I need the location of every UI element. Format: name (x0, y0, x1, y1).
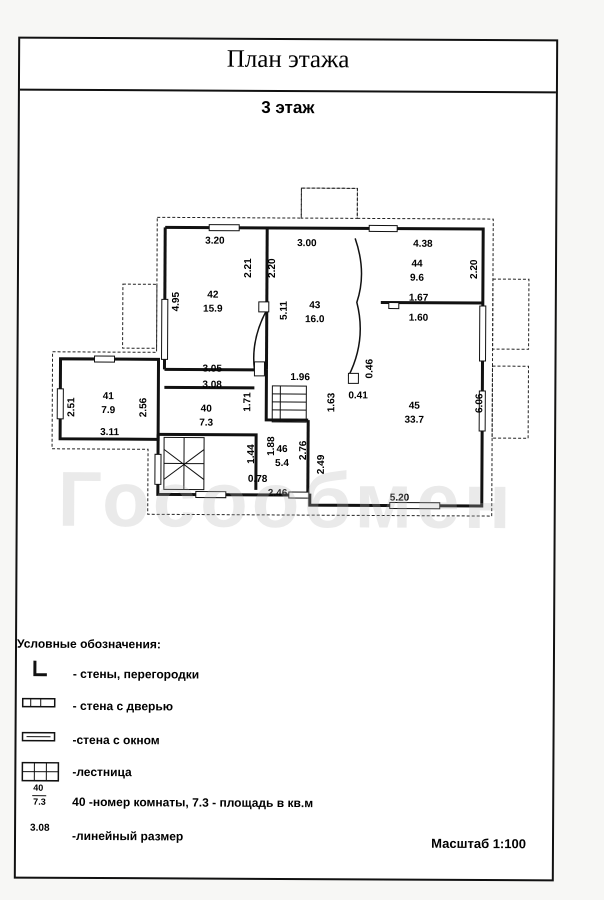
dimension-label: 5.11 (279, 301, 290, 320)
doors (253, 301, 400, 384)
room-45-number: 45 (409, 401, 421, 412)
dimension-label: 3.20 (205, 236, 225, 247)
dimension-label: 2.76 (298, 440, 309, 460)
dimension-label: 2.21 (243, 258, 254, 278)
room-41-area: 7.9 (101, 405, 115, 416)
floor-plan-sheet: План этажа 3 этаж (13, 36, 559, 882)
windows (56, 224, 487, 510)
legend-door-text: - стена с дверью (72, 698, 174, 714)
scale-label: Масштаб 1:100 (431, 835, 527, 852)
dimension-label: 3.00 (297, 238, 317, 249)
dimension-label: 2.51 (66, 397, 77, 417)
room-46-number: 46 (276, 444, 288, 455)
wall-icon (33, 660, 47, 677)
dimension-label: 2.56 (138, 397, 149, 417)
dimension-label: 2.46 (268, 488, 288, 499)
outer-boundary (51, 187, 494, 517)
legend-icons (21, 660, 60, 797)
dimension-label: 1.67 (409, 293, 429, 304)
watermark: Госообмен (57, 454, 515, 546)
dimension-label: 3.05 (202, 364, 222, 375)
dimension-label: 2.20 (267, 258, 278, 278)
dimension-label: 0.78 (248, 474, 268, 485)
dimension-label: 1.88 (266, 436, 277, 456)
room-42-number: 42 (207, 290, 219, 301)
dimension-label: 0.41 (348, 390, 368, 401)
legend-room-number: 40 (33, 782, 44, 793)
room-labels: 42 15.9 43 16.0 44 9.6 41 7.9 40 7.3 45 … (101, 259, 424, 469)
dimension-label: 4.38 (413, 239, 433, 250)
room-43-number: 43 (309, 300, 321, 311)
dimension-label: 1.44 (246, 444, 257, 464)
legend-title: Условные обозначения: (16, 636, 161, 652)
room-44-number: 44 (411, 259, 423, 270)
dimension-label: 2.49 (316, 454, 327, 474)
dimension-label: 3.11 (100, 427, 119, 438)
dimension-label: 2.20 (469, 259, 480, 279)
room-43-area: 16.0 (305, 314, 325, 325)
room-44-area: 9.6 (410, 273, 424, 284)
legend-dimension-sample: 3.08 (30, 822, 50, 834)
room-41-number: 41 (103, 391, 115, 402)
dimension-label: 1.96 (290, 372, 310, 383)
legend-stair-text: -лестница (72, 764, 132, 780)
dimension-label: 1.63 (326, 392, 337, 412)
room-45-area: 33.7 (404, 415, 424, 426)
wall-door-icon (21, 697, 56, 708)
room-42-area: 15.9 (203, 304, 223, 315)
dimension-label: 1.60 (409, 313, 429, 324)
legend-room-text: 40 -номер комнаты, 7.3 - площадь в кв.м (72, 794, 314, 811)
dimension-label: 3.08 (202, 380, 222, 391)
dimension-label: 1.71 (242, 392, 253, 412)
room-40-number: 40 (201, 404, 213, 415)
dimension-label: 5.20 (390, 493, 410, 504)
walls (58, 225, 485, 508)
dimension-labels: 3.20 3.00 4.38 2.21 2.20 2.20 4.95 5.11 … (66, 236, 485, 504)
room-40-area: 7.3 (199, 418, 213, 429)
dimension-label: 0.46 (364, 359, 375, 379)
room-46-area: 5.4 (275, 458, 289, 469)
dimension-label: 6.06 (474, 393, 485, 413)
balcony-outlines (122, 187, 530, 439)
floor-plan-drawing: 42 15.9 43 16.0 44 9.6 41 7.9 40 7.3 45 … (21, 187, 530, 797)
legend-dimension-text: -линейный размер (71, 828, 184, 844)
wall-window-icon (21, 731, 56, 742)
legend-walls-text: - стены, перегородки (72, 666, 200, 682)
stair-icon (21, 761, 60, 782)
dimension-label: 4.95 (171, 291, 182, 311)
legend-room-area: 7.3 (33, 796, 46, 807)
stairs (163, 385, 307, 491)
legend-window-text: -стена с окном (72, 732, 160, 748)
